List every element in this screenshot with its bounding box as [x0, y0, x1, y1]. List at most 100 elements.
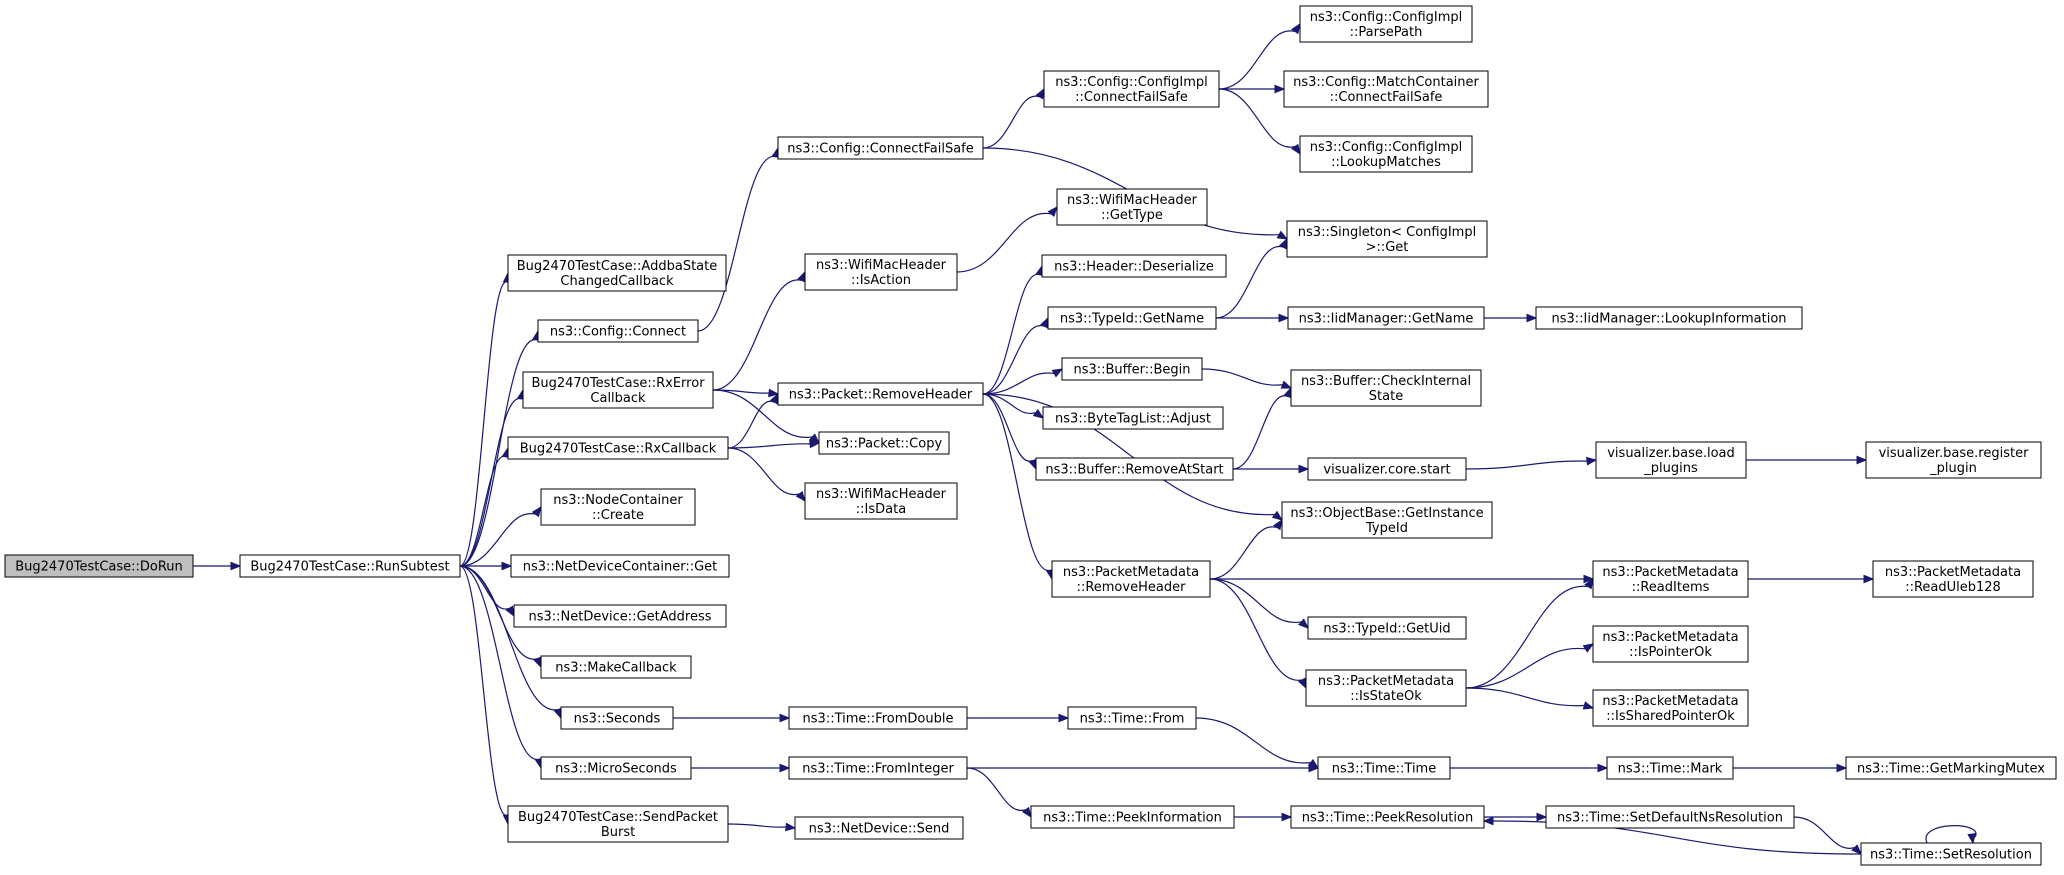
node-label: ns3::Time::From — [1080, 712, 1185, 727]
node-time-setdefaultnsresolution[interactable]: ns3::Time::SetDefaultNsResolution — [1545, 805, 1795, 829]
node-time-frominteger[interactable]: ns3::Time::FromInteger — [788, 756, 968, 780]
edge-rxcallback-to-packet-copy — [727, 439, 821, 449]
node-wifi-isaction[interactable]: ns3::WifiMacHeader::IsAction — [804, 253, 958, 291]
node-packet-copy[interactable]: ns3::Packet::Copy — [818, 431, 950, 455]
node-configimpl-connectfailsafe[interactable]: ns3::Config::ConfigImpl::ConnectFailSafe — [1043, 70, 1220, 108]
edge-runsubtest-to-rxcallback — [459, 446, 511, 567]
node-netdevice-send[interactable]: ns3::NetDevice::Send — [794, 816, 964, 840]
node-label: ns3::Buffer::CheckInternal — [1301, 374, 1471, 389]
node-bytetaglist-adjust[interactable]: ns3::ByteTagList::Adjust — [1042, 406, 1224, 430]
edge-packet-removeheader-to-typeid-getname — [982, 316, 1049, 395]
node-seconds[interactable]: ns3::Seconds — [560, 706, 674, 730]
node-buffer-removeatstart[interactable]: ns3::Buffer::RemoveAtStart — [1035, 457, 1234, 481]
node-box — [1606, 756, 1734, 780]
node-addba[interactable]: Bug2470TestCase::AddbaStateChangedCallba… — [507, 254, 727, 292]
node-label: ::ConnectFailSafe — [1330, 90, 1443, 105]
node-packet-removeheader[interactable]: ns3::Packet::RemoveHeader — [777, 382, 984, 406]
node-pktmeta-readuleb128[interactable]: ns3::PacketMetadata::ReadUleb128 — [1872, 560, 2034, 598]
edge-line — [1465, 585, 1589, 689]
node-time-getmarkingmutex[interactable]: ns3::Time::GetMarkingMutex — [1845, 756, 2057, 780]
edge-arrowhead — [1597, 763, 1609, 773]
node-time-peekinformation[interactable]: ns3::Time::PeekInformation — [1030, 805, 1235, 829]
node-rxcallback[interactable]: Bug2470TestCase::RxCallback — [507, 436, 729, 460]
node-label: TypeId — [1365, 521, 1408, 536]
node-box — [537, 319, 699, 343]
node-netdevcontainer-get[interactable]: ns3::NetDeviceContainer::Get — [510, 554, 730, 578]
node-label: ::ReadUleb128 — [1905, 580, 2001, 595]
node-typeid-getname[interactable]: ns3::TypeId::GetName — [1047, 306, 1217, 330]
node-time-setresolution[interactable]: ns3::Time::SetResolution — [1860, 842, 2042, 866]
node-matchcontainer-connectfailsafe[interactable]: ns3::Config::MatchContainer::ConnectFail… — [1283, 70, 1489, 108]
node-pktmeta-readitems[interactable]: ns3::PacketMetadata::ReadItems — [1592, 560, 1749, 598]
node-label: ns3::PacketMetadata — [1885, 565, 2021, 580]
node-makecallback[interactable]: ns3::MakeCallback — [540, 655, 692, 679]
node-label: ::IsPointerOk — [1629, 645, 1712, 660]
node-header-deserialize[interactable]: ns3::Header::Deserialize — [1041, 254, 1227, 278]
node-pktmeta-issharedpointerok[interactable]: ns3::PacketMetadata::IsSharedPointerOk — [1592, 689, 1749, 727]
edge-arrowhead — [1035, 87, 1045, 100]
node-label: ns3::IidManager::LookupInformation — [1551, 312, 1786, 327]
node-iidmanager-getname[interactable]: ns3::IidManager::GetName — [1287, 306, 1485, 330]
node-configimpl-lookupmatches[interactable]: ns3::Config::ConfigImpl::LookupMatches — [1299, 135, 1473, 173]
node-label: ns3::NetDevice::GetAddress — [528, 610, 711, 625]
node-netdevice-getaddress[interactable]: ns3::NetDevice::GetAddress — [513, 604, 727, 628]
edge-time-fromdouble-to-time-from — [967, 713, 1070, 723]
node-pktmeta-removeheader[interactable]: ns3::PacketMetadata::RemoveHeader — [1051, 560, 1211, 598]
node-label: ns3::Time::FromDouble — [803, 712, 954, 727]
edge-line — [727, 443, 811, 449]
node-label: ns3::Config::Connect — [550, 325, 686, 340]
edge-buffer-begin-to-buffer-checkinternalstate — [1201, 368, 1293, 389]
node-time-fromdouble[interactable]: ns3::Time::FromDouble — [788, 706, 968, 730]
node-runsubtest[interactable]: Bug2470TestCase::RunSubtest — [239, 554, 461, 578]
edge-iidmanager-getname-to-iidmanager-lookupinformation — [1484, 313, 1538, 323]
edge-arrowhead — [779, 713, 791, 723]
edge-runsubtest-to-nodecontainer-create — [459, 505, 542, 567]
node-label: ::ConnectFailSafe — [1075, 90, 1188, 105]
edge-arrowhead — [1047, 205, 1058, 218]
node-label: ns3::Time::SetDefaultNsResolution — [1557, 811, 1783, 826]
node-configimpl-parsepath[interactable]: ns3::Config::ConfigImpl::ParsePath — [1299, 5, 1473, 43]
node-time-from[interactable]: ns3::Time::From — [1067, 706, 1197, 730]
node-iidmanager-lookupinformation[interactable]: ns3::IidManager::LookupInformation — [1535, 306, 1803, 330]
edge-time-time-to-time-mark — [1449, 763, 1609, 773]
node-time-time[interactable]: ns3::Time::Time — [1317, 756, 1451, 780]
node-config-connect[interactable]: ns3::Config::Connect — [537, 319, 699, 343]
edge-line — [459, 513, 536, 567]
node-connectfailsafe[interactable]: ns3::Config::ConnectFailSafe — [777, 136, 984, 160]
node-box — [1595, 441, 1747, 479]
node-box — [804, 482, 958, 520]
node-wifi-gettype[interactable]: ns3::WifiMacHeader::GetType — [1056, 188, 1208, 226]
node-typeid-getuid[interactable]: ns3::TypeId::GetUid — [1307, 616, 1467, 640]
node-label: ns3::NodeContainer — [553, 493, 683, 508]
node-box — [513, 604, 727, 628]
node-box — [1872, 560, 2034, 598]
call-edges — [192, 22, 1977, 855]
edge-line — [459, 339, 537, 567]
edge-typeid-getname-to-singleton-get — [1215, 237, 1288, 319]
node-microseconds[interactable]: ns3::MicroSeconds — [540, 756, 692, 780]
node-label: ns3::Config::ConfigImpl — [1055, 75, 1208, 90]
node-pktmeta-ispointerok[interactable]: ns3::PacketMetadata::IsPointerOk — [1592, 625, 1749, 663]
edge-visualizer-base-load-plugins-to-visualizer-base-register-plugin — [1745, 455, 1868, 465]
node-time-peekresolution[interactable]: ns3::Time::PeekResolution — [1290, 805, 1485, 829]
node-pktmeta-isstateok[interactable]: ns3::PacketMetadata::IsStateOk — [1305, 669, 1467, 707]
node-visualizer-base-load-plugins[interactable]: visualizer.base.load_plugins — [1595, 441, 1747, 479]
node-visualizer-core-start[interactable]: visualizer.core.start — [1307, 457, 1467, 481]
node-label: ::IsAction — [851, 273, 911, 288]
node-buffer-begin[interactable]: ns3::Buffer::Begin — [1061, 357, 1203, 381]
node-singleton-get[interactable]: ns3::Singleton< ConfigImpl >::Get — [1286, 220, 1488, 258]
edge-line — [459, 565, 508, 816]
edge-runsubtest-to-rxerror — [459, 388, 526, 567]
node-box — [1281, 501, 1493, 539]
node-visualizer-base-register-plugin[interactable]: visualizer.base.register_plugin — [1865, 441, 2042, 479]
node-time-mark[interactable]: ns3::Time::Mark — [1606, 756, 1734, 780]
node-box — [1307, 616, 1467, 640]
node-box — [1051, 560, 1211, 598]
node-nodecontainer-create[interactable]: ns3::NodeContainer::Create — [540, 488, 696, 526]
node-wifi-isdata[interactable]: ns3::WifiMacHeader::IsData — [804, 482, 958, 520]
